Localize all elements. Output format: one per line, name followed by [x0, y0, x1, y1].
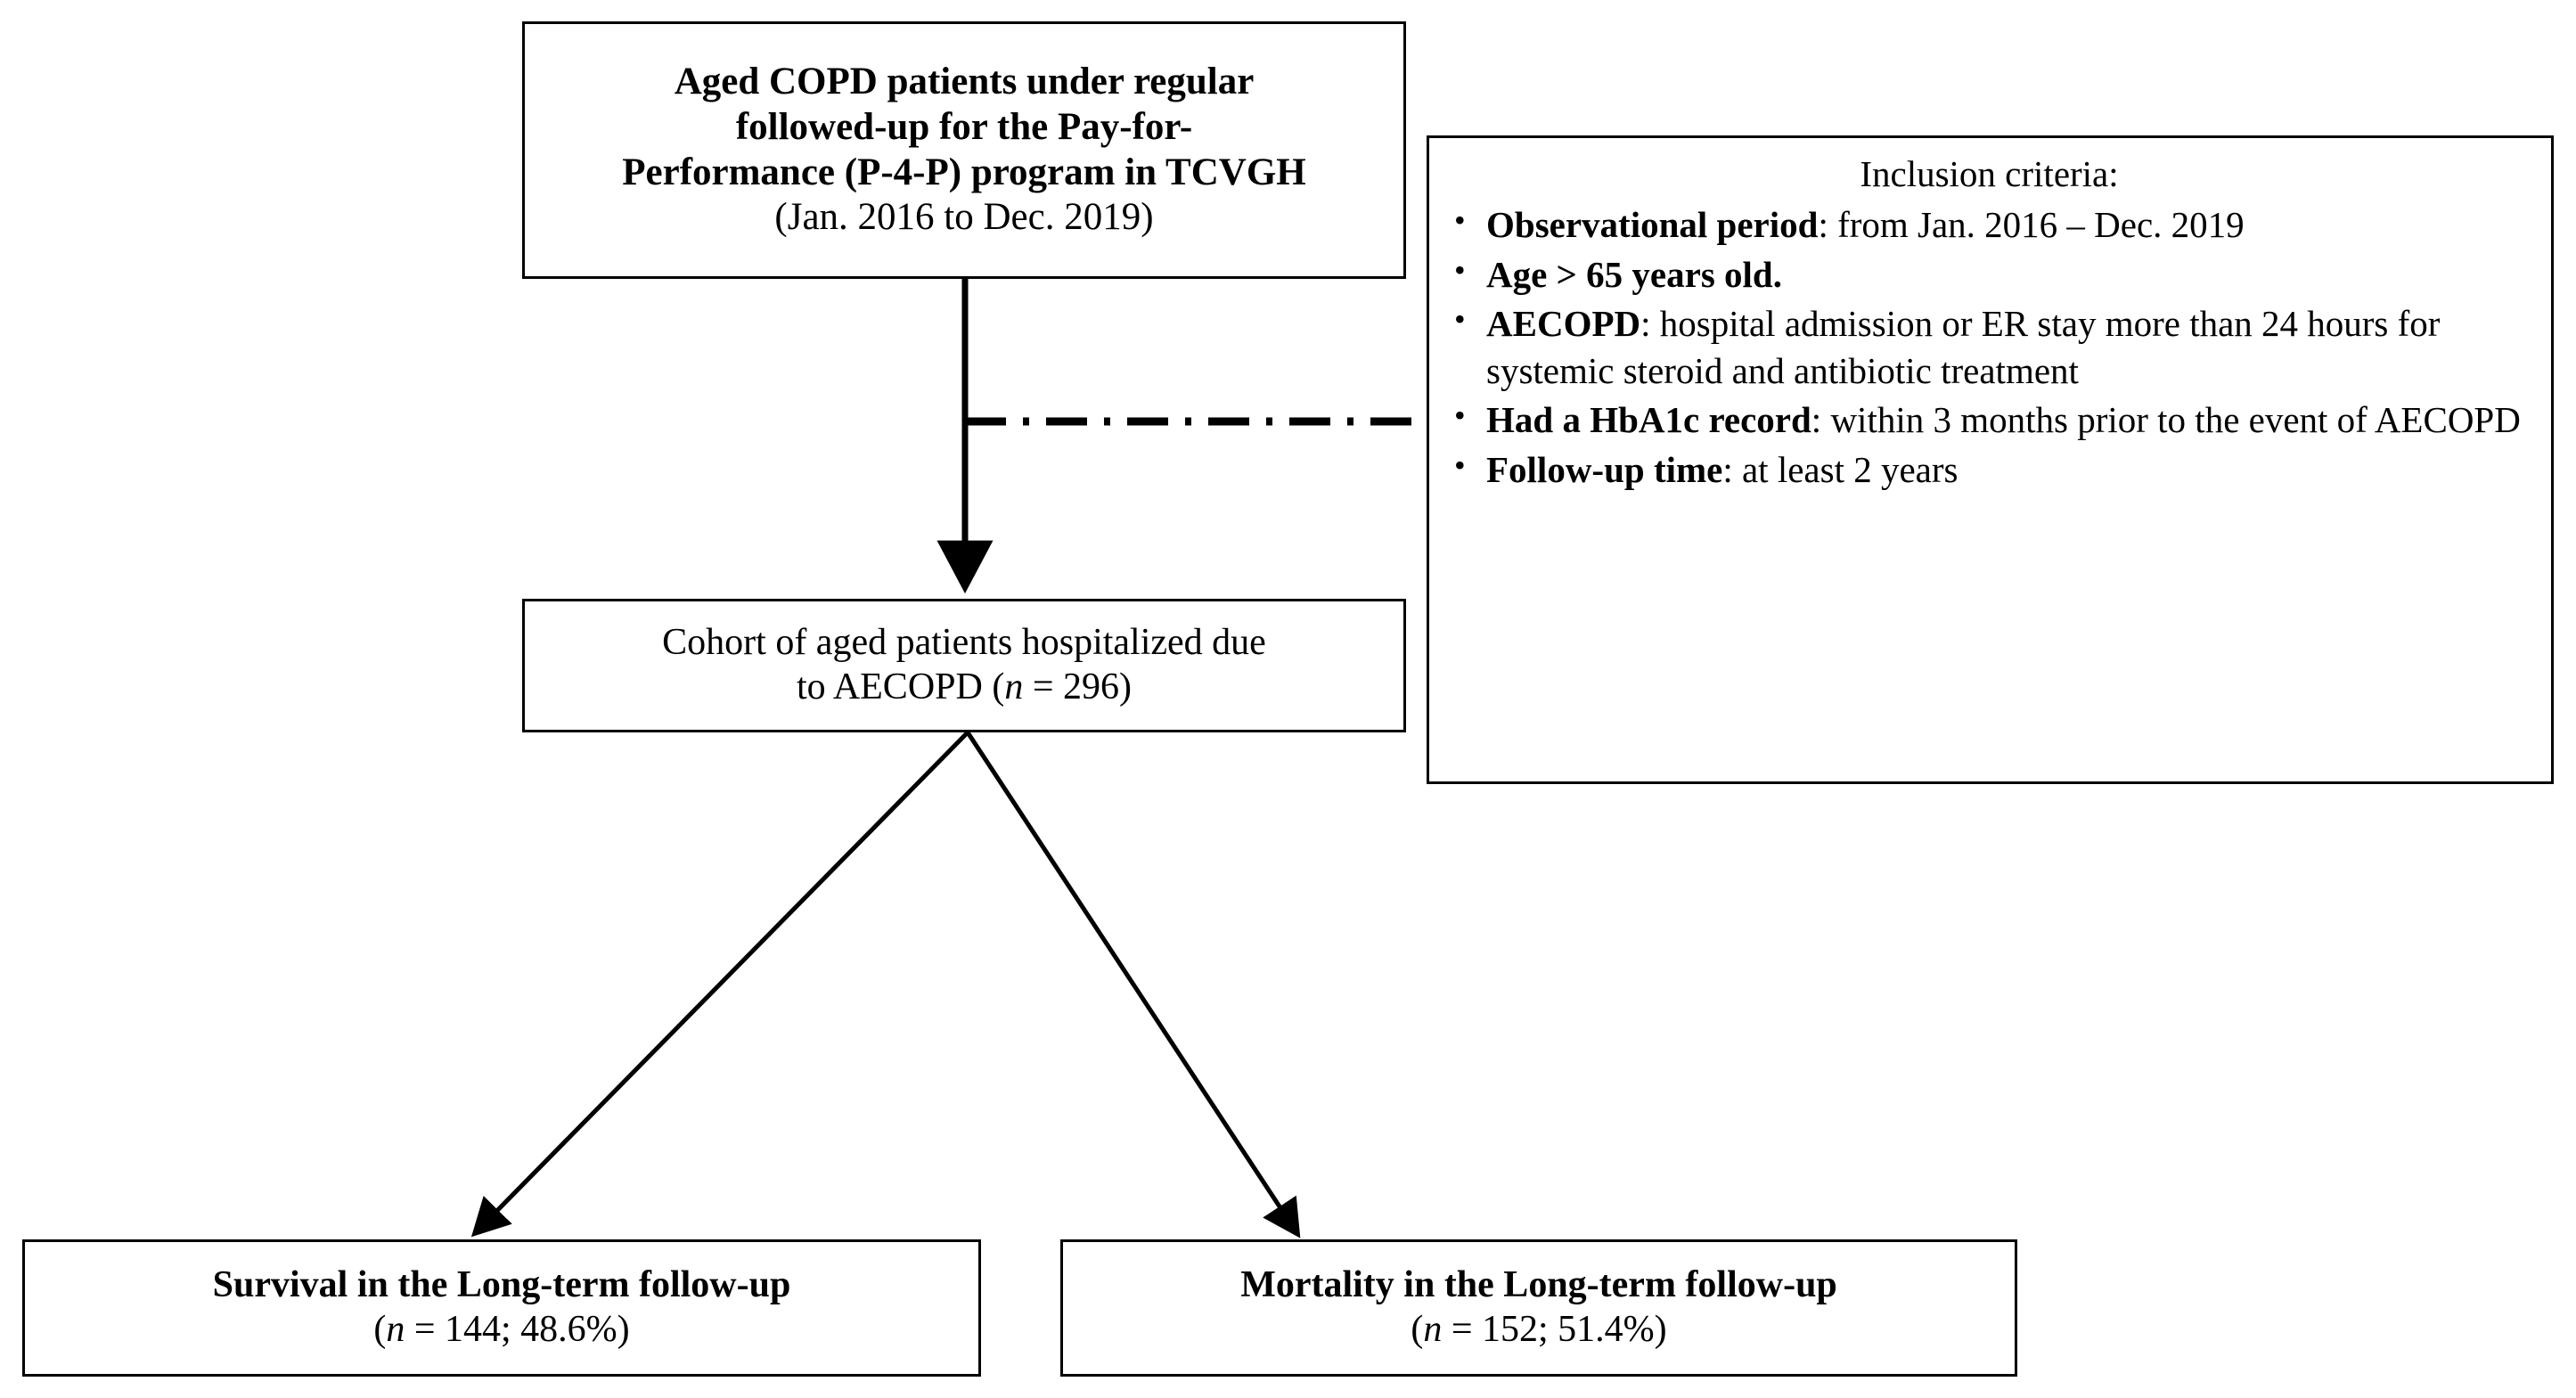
criteria-item-text: : within 3 months prior to the event of …: [1811, 399, 2521, 441]
cohort-line-1: Cohort of aged patients hospitalized due: [662, 622, 1266, 664]
criteria-item-label: Had a HbA1c record: [1486, 399, 1811, 441]
survival-outcome-box: Survival in the Long-term follow-up (n =…: [22, 1239, 981, 1377]
criteria-item: • Age > 65 years old.: [1445, 251, 2533, 298]
bullet-icon: •: [1454, 251, 1466, 288]
bullet-icon: •: [1454, 202, 1466, 239]
criteria-item: • Follow-up time: at least 2 years: [1445, 446, 2533, 494]
criteria-list: • Observational period: from Jan. 2016 – …: [1445, 201, 2533, 494]
inclusion-criteria-box: Inclusion criteria: • Observational perio…: [1427, 135, 2554, 784]
criteria-item-label: Follow-up time: [1486, 448, 1723, 490]
cohort-n-value: = 296): [1023, 666, 1133, 707]
cohort-to-mortality-arrow: [965, 731, 1301, 1239]
cohort-to-survival-arrow: [470, 731, 969, 1238]
survival-n-prefix: (: [373, 1309, 387, 1350]
source-line-3: Performance (P-4-P) program in TCVGH: [622, 151, 1306, 193]
criteria-item-text: : from Jan. 2016 – Dec. 2019: [1818, 204, 2245, 246]
criteria-title: Inclusion criteria:: [1860, 153, 2119, 194]
source-line-2: followed-up for the Pay-for-: [735, 105, 1193, 148]
mortality-line-1: Mortality in the Long-term follow-up: [1240, 1264, 1837, 1306]
mortality-n-symbol: n: [1423, 1309, 1443, 1350]
criteria-item: • Observational period: from Jan. 2016 – …: [1445, 201, 2533, 249]
criteria-item-label: Age > 65 years old.: [1486, 253, 1782, 295]
criteria-item: • Had a HbA1c record: within 3 months pri…: [1445, 397, 2533, 444]
cohort-box: Cohort of aged patients hospitalized due…: [522, 599, 1406, 732]
mortality-n-value: = 152; 51.4%): [1442, 1309, 1667, 1350]
source-population-box: Aged COPD patients under regular followe…: [522, 21, 1406, 279]
cohort-n-prefix: to AECOPD (: [796, 666, 1005, 707]
source-line-4: (Jan. 2016 to Dec. 2019): [774, 196, 1154, 239]
bullet-icon: •: [1454, 300, 1466, 337]
source-line-1: Aged COPD patients under regular: [674, 61, 1255, 103]
criteria-item-text: : at least 2 years: [1722, 448, 1959, 490]
mortality-n-prefix: (: [1411, 1309, 1424, 1350]
cohort-n-symbol: n: [1004, 666, 1024, 707]
survival-line-1: Survival in the Long-term follow-up: [212, 1264, 791, 1306]
criteria-item: • AECOPD: hospital admission or ER stay m…: [1445, 300, 2533, 396]
mortality-line-2: (n = 152; 51.4%): [1075, 1308, 2002, 1353]
survival-line-2: (n = 144; 48.6%): [37, 1308, 966, 1353]
survival-n-value: = 144; 48.6%): [405, 1309, 630, 1350]
mortality-outcome-box: Mortality in the Long-term follow-up (n …: [1060, 1239, 2017, 1377]
criteria-item-label: AECOPD: [1486, 302, 1641, 344]
criteria-item-text: : hospital admission or ER stay more tha…: [1486, 302, 2441, 392]
bullet-icon: •: [1454, 397, 1466, 434]
bullet-icon: •: [1454, 446, 1466, 483]
criteria-item-label: Observational period: [1486, 204, 1819, 246]
survival-n-symbol: n: [386, 1309, 405, 1350]
cohort-line-2: to AECOPD (n = 296): [537, 666, 1391, 710]
